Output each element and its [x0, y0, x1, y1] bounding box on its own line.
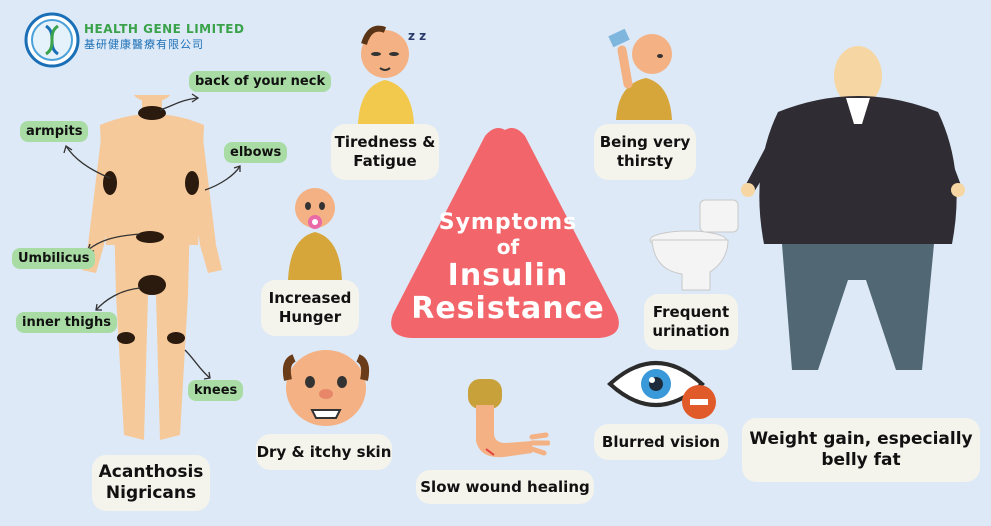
brand-name-en: HEALTH GENE LIMITED — [84, 22, 245, 36]
label-back-of-neck: back of your neck — [189, 71, 332, 92]
symptom-weight-gain: Weight gain, especially belly fat — [742, 418, 980, 482]
symptom-hunger: Increased Hunger — [261, 280, 359, 336]
hungry-person-illustration — [288, 188, 342, 280]
symptom-wound-healing: Slow wound healing — [416, 470, 594, 504]
thirsty-person-illustration — [608, 28, 672, 120]
acanthosis-caption: Acanthosis Nigricans — [92, 455, 210, 511]
label-elbows: elbows — [224, 142, 288, 163]
itchy-face-illustration — [282, 350, 370, 426]
symptom-blurred-vision: Blurred vision — [594, 424, 728, 460]
title-line-1: Symptoms — [438, 210, 578, 235]
symptom-tiredness: Tiredness & Fatigue — [331, 124, 439, 180]
title: Symptoms of Insulin Resistance — [388, 210, 628, 325]
tired-person-illustration: z z — [358, 25, 426, 124]
symptom-dry-skin: Dry & itchy skin — [256, 434, 392, 470]
label-inner-thighs: inner thighs — [16, 312, 117, 333]
label-knees: knees — [188, 380, 244, 401]
company-logo — [24, 12, 80, 68]
symptom-thirsty: Being very thirsty — [594, 124, 696, 180]
toilet-illustration — [649, 199, 739, 291]
title-line-4: Resistance — [411, 291, 605, 326]
label-armpits: armpits — [20, 121, 89, 142]
symptom-urination: Frequent urination — [644, 294, 738, 350]
svg-text:z z: z z — [408, 29, 426, 43]
brand-name-zh: 基研健康醫療有限公司 — [84, 38, 204, 51]
overweight-man-illustration — [741, 46, 965, 370]
title-line-2: of — [496, 235, 520, 259]
blurred-eye-illustration — [607, 361, 716, 419]
title-line-3: Insulin — [447, 258, 569, 293]
body-silhouette-illustration — [82, 95, 222, 440]
title-triangle — [391, 128, 619, 338]
wound-arm-illustration — [468, 379, 550, 458]
label-umbilicus: Umbilicus — [12, 248, 96, 269]
